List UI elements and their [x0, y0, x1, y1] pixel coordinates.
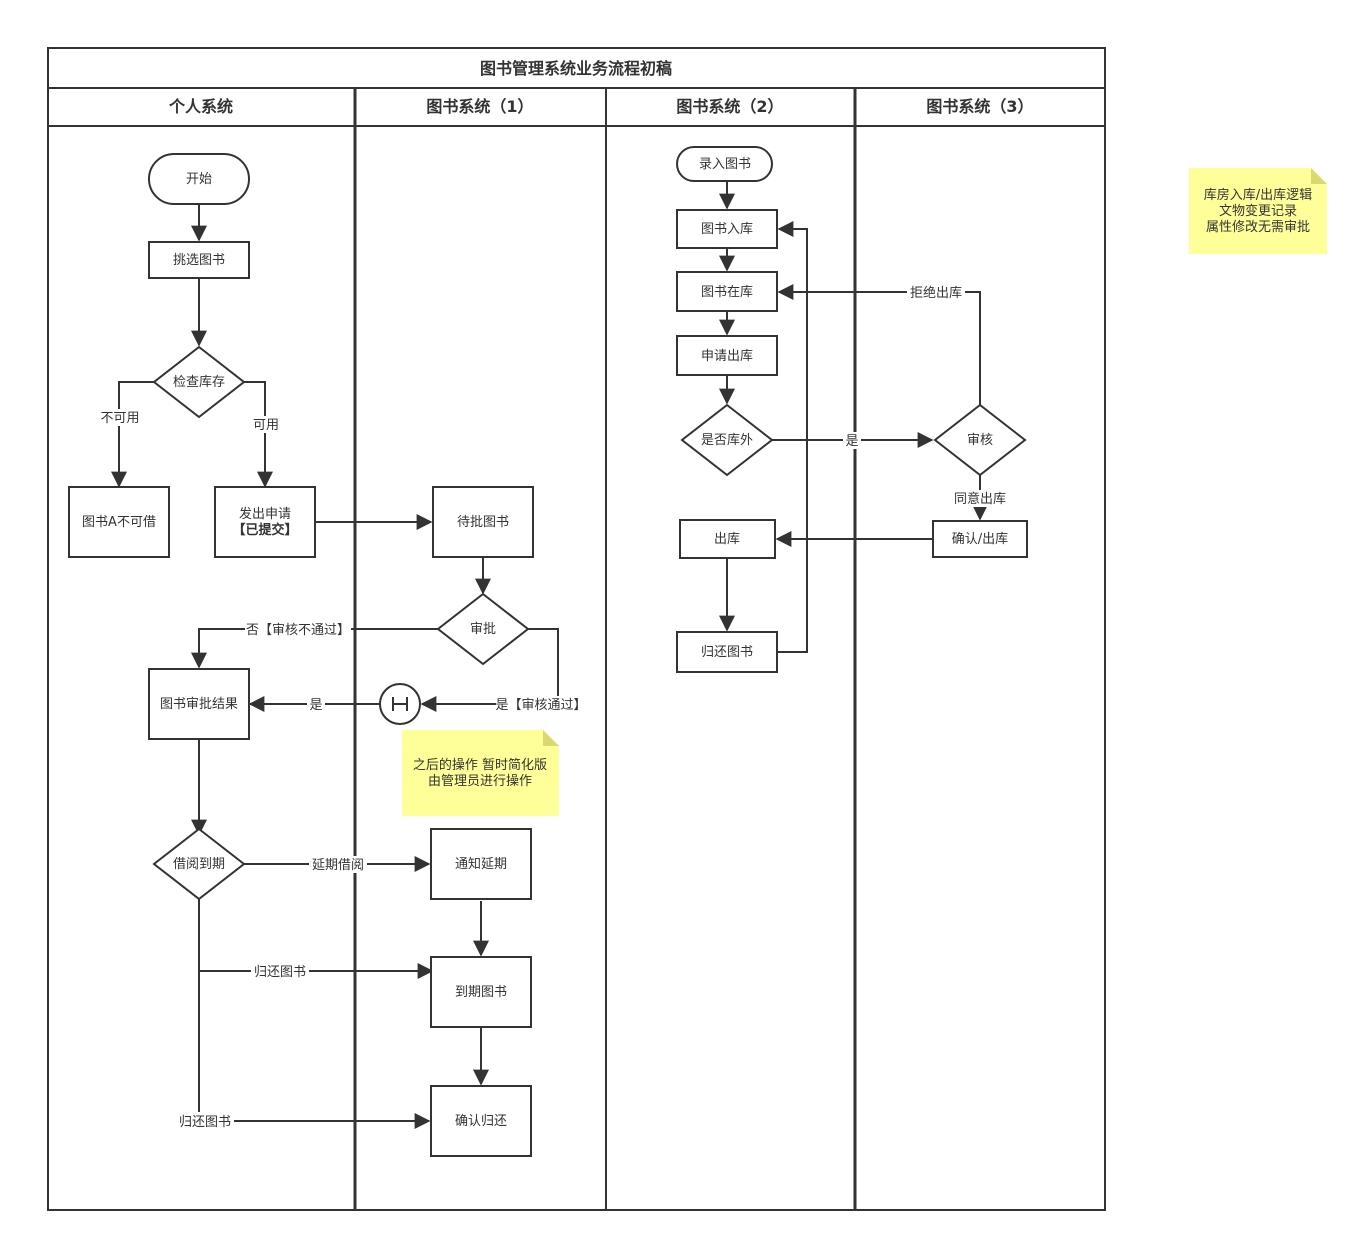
- node-is-out-label: 是否库外: [701, 432, 753, 448]
- node-confirm-out-label: 确认/出库: [952, 531, 1008, 547]
- node-check-stock-decision[interactable]: 检查库存: [152, 345, 246, 419]
- node-start-label: 开始: [186, 172, 212, 187]
- note-fold-icon: [543, 730, 559, 746]
- edge-check-to-apply: [244, 381, 273, 488]
- node-approve-decision[interactable]: 审批: [436, 592, 530, 666]
- node-in-stock[interactable]: 图书在库: [676, 271, 778, 312]
- edge-label-refuse-out: 拒绝出库: [910, 285, 962, 301]
- lane-title-book-system-2: 图书系统（2）: [676, 97, 783, 116]
- diagram-title: 图书管理系统业务流程初稿: [480, 59, 672, 78]
- node-check-stock-label: 检查库存: [173, 374, 225, 390]
- node-notify-extend-label: 通知延期: [455, 856, 507, 872]
- node-out[interactable]: 出库: [679, 519, 776, 559]
- node-start[interactable]: 开始: [148, 153, 250, 205]
- node-stock-in-label: 图书入库: [701, 221, 753, 237]
- node-due-decision[interactable]: 借阅到期: [152, 827, 246, 901]
- edges: [111, 181, 988, 1129]
- node-approval-result[interactable]: 图书审批结果: [148, 668, 250, 740]
- edge-label-not-available: 不可用: [100, 411, 139, 426]
- node-return-book[interactable]: 归还图书: [676, 631, 778, 673]
- node-confirm-return[interactable]: 确认归还: [430, 1085, 532, 1157]
- node-approve-label: 审批: [470, 622, 496, 637]
- sticky-note-warehouse[interactable]: 库房入库/出库逻辑 文物变更记录 属性修改无需审批: [1189, 168, 1327, 254]
- node-unavailable[interactable]: 图书A不可借: [68, 486, 170, 558]
- nodes: 开始 挑选图书 检查库存 图书A不可借 发出申请 【已提交】 图书审批结果 借阅…: [68, 146, 1028, 1157]
- edge-return-to-stockin: [777, 221, 808, 653]
- node-review-decision[interactable]: 审核: [933, 403, 1027, 477]
- node-apply-out[interactable]: 申请出库: [676, 335, 778, 376]
- node-enter-book[interactable]: 录入图书: [676, 146, 773, 182]
- node-confirm-return-label: 确认归还: [455, 1114, 507, 1129]
- node-pending-book-label: 待批图书: [457, 515, 509, 530]
- node-notify-extend[interactable]: 通知延期: [430, 828, 532, 900]
- note1-line1: 之后的操作 暂时简化版: [413, 757, 547, 773]
- junction-icon: [392, 697, 408, 711]
- edge-approve-rejected: [191, 628, 438, 669]
- edge-label-rejected: 否【审核不通过】: [246, 623, 350, 638]
- node-enter-book-label: 录入图书: [699, 157, 751, 172]
- lane-title-book-system-1: 图书系统（1）: [426, 97, 533, 116]
- note2-line3: 属性修改无需审批: [1206, 220, 1310, 235]
- node-in-stock-label: 图书在库: [701, 284, 753, 300]
- edge-label-passed: 是【审核通过】: [495, 698, 586, 713]
- node-approval-result-label: 图书审批结果: [160, 697, 238, 712]
- sticky-note-simplified[interactable]: 之后的操作 暂时简化版 由管理员进行操作: [402, 730, 559, 816]
- node-due-label: 借阅到期: [173, 857, 225, 872]
- edge-label-yes-result: 是: [309, 698, 322, 713]
- node-apply-label-line2: 【已提交】: [232, 522, 297, 538]
- lane-title-personal: 个人系统: [168, 97, 233, 116]
- node-out-label: 出库: [714, 531, 740, 547]
- node-stock-in[interactable]: 图书入库: [676, 209, 778, 249]
- node-return-book-label: 归还图书: [701, 645, 753, 660]
- node-pick-book-label: 挑选图书: [173, 253, 225, 268]
- node-is-out-decision[interactable]: 是否库外: [680, 403, 774, 477]
- node-pending-book[interactable]: 待批图书: [432, 486, 534, 558]
- node-apply-out-label: 申请出库: [701, 348, 753, 364]
- swimlane-pool: 图书管理系统业务流程初稿 个人系统 图书系统（1） 图书系统（2） 图书系统（3…: [47, 47, 1106, 1211]
- note1-line2: 由管理员进行操作: [428, 773, 532, 789]
- edge-labels: 不可用 可用 否【审核不通过】 是【审核通过】 是 延期借阅 归还图书 归还图书…: [98, 284, 1009, 1130]
- node-review-label: 审核: [967, 433, 993, 448]
- edge-check-to-unavailable: [111, 381, 154, 488]
- note2-line2: 文物变更记录: [1219, 203, 1297, 219]
- lane-title-book-system-3: 图书系统（3）: [926, 97, 1033, 116]
- node-unavailable-label: 图书A不可借: [82, 515, 156, 530]
- node-confirm-out[interactable]: 确认/出库: [932, 520, 1028, 558]
- edge-label-return-2: 归还图书: [179, 1115, 231, 1130]
- edge-label-available: 可用: [253, 418, 279, 433]
- node-apply[interactable]: 发出申请 【已提交】: [214, 486, 316, 558]
- edge-label-yes-review: 是: [845, 434, 858, 449]
- edge-label-extend: 延期借阅: [312, 858, 364, 873]
- note-fold-icon: [1311, 168, 1327, 184]
- node-pick-book[interactable]: 挑选图书: [148, 241, 250, 279]
- note2-line1: 库房入库/出库逻辑: [1204, 187, 1312, 203]
- pool-border: [47, 47, 1106, 1211]
- node-expired-book-label: 到期图书: [455, 985, 507, 1000]
- edge-label-return-1: 归还图书: [254, 965, 306, 980]
- edge-approve-passed: [420, 628, 559, 712]
- edge-label-agree-out: 同意出库: [954, 491, 1006, 507]
- node-expired-book[interactable]: 到期图书: [430, 956, 532, 1028]
- edge-review-refuse: [777, 284, 981, 405]
- junction-circle[interactable]: [379, 683, 421, 725]
- node-apply-label-line1: 发出申请: [239, 506, 291, 522]
